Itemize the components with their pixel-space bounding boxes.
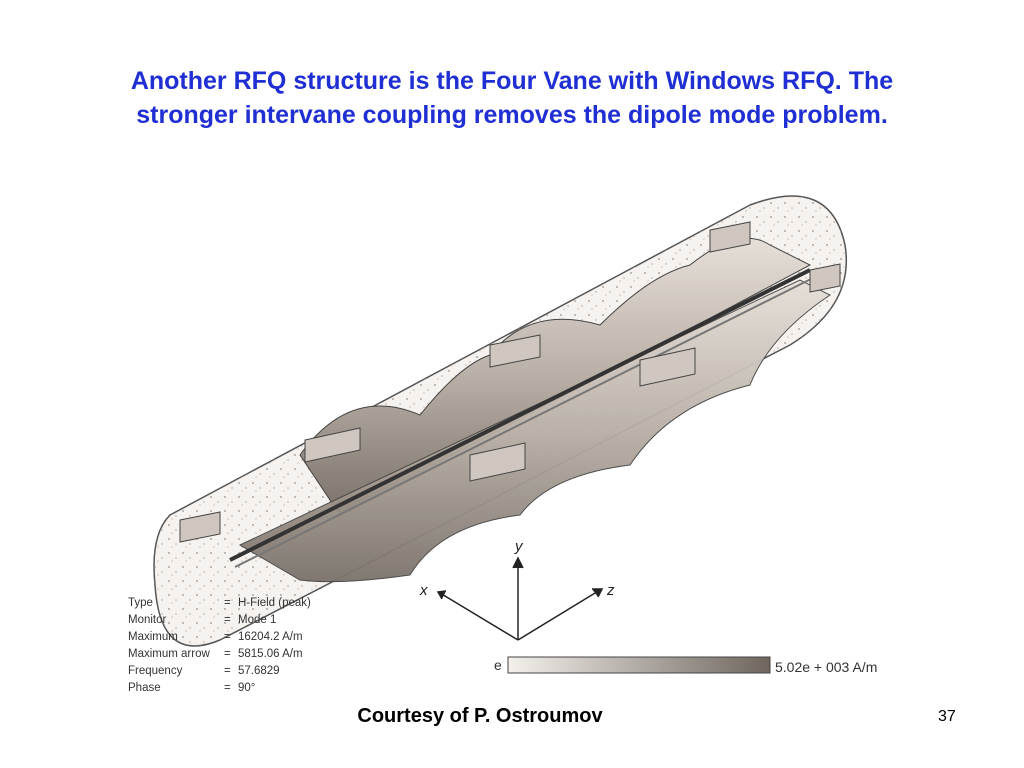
- colorbar-max-label: 5.02e + 003 A/m: [775, 659, 878, 675]
- z-axis-label: z: [607, 582, 615, 599]
- param-key: Monitor: [128, 614, 167, 626]
- y-axis-label: y: [515, 538, 523, 555]
- rfq-figure: [153, 195, 847, 674]
- param-row: Maximum = 16204.2 A/m: [128, 629, 311, 646]
- beam-axis: [229, 268, 816, 568]
- param-value: 90°: [238, 682, 256, 694]
- param-key: Frequency: [128, 665, 183, 677]
- colorbar-min-label: e: [494, 657, 502, 673]
- title-line-2: stronger intervane coupling removes the …: [136, 101, 888, 129]
- param-row: Maximum arrow = 5815.06 A/m: [128, 646, 311, 663]
- param-eq: =: [224, 665, 231, 677]
- colorbar: [507, 656, 771, 674]
- param-eq: =: [224, 682, 231, 694]
- page-number: 37: [938, 708, 956, 725]
- param-eq: =: [224, 648, 231, 660]
- param-key: Type: [128, 597, 153, 609]
- coordinate-axes: [436, 556, 604, 641]
- param-row: Type = H-Field (peak): [128, 595, 311, 612]
- param-value: 16204.2 A/m: [238, 631, 303, 643]
- param-key: Maximum: [128, 631, 178, 643]
- title-line-1: Another RFQ structure is the Four Vane w…: [130, 67, 894, 95]
- param-row: Frequency = 57.6829: [128, 663, 311, 680]
- courtesy-credit: Courtesy of P. Ostroumov: [357, 705, 603, 727]
- param-eq: =: [224, 597, 231, 609]
- param-value: Mode 1: [238, 614, 277, 626]
- param-value: 57.6829: [238, 665, 280, 677]
- param-eq: =: [224, 631, 231, 643]
- simulation-parameters: Type = H-Field (peak) Monitor = Mode 1 M…: [128, 595, 311, 697]
- param-key: Maximum arrow: [128, 648, 210, 660]
- param-value: 5815.06 A/m: [238, 648, 303, 660]
- param-value: H-Field (peak): [238, 597, 311, 609]
- param-row: Phase = 90°: [128, 680, 311, 697]
- x-axis-label: x: [420, 582, 428, 599]
- param-row: Monitor = Mode 1: [128, 612, 311, 629]
- param-key: Phase: [128, 682, 161, 694]
- param-eq: =: [224, 614, 231, 626]
- stem-blocks: [179, 221, 841, 543]
- slide-title: Another RFQ structure is the Four Vane w…: [40, 64, 984, 132]
